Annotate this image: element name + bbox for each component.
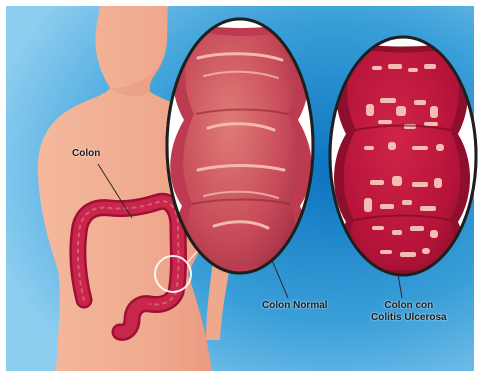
- label-colon: Colon: [72, 148, 100, 160]
- label-colon-ulcerative-colitis: Colon con Colitis Ulcerosa: [371, 300, 447, 324]
- label-uc-line2: Colitis Ulcerosa: [371, 312, 447, 324]
- label-colon-normal: Colon Normal: [262, 300, 328, 312]
- label-uc-line1: Colon con: [371, 300, 447, 312]
